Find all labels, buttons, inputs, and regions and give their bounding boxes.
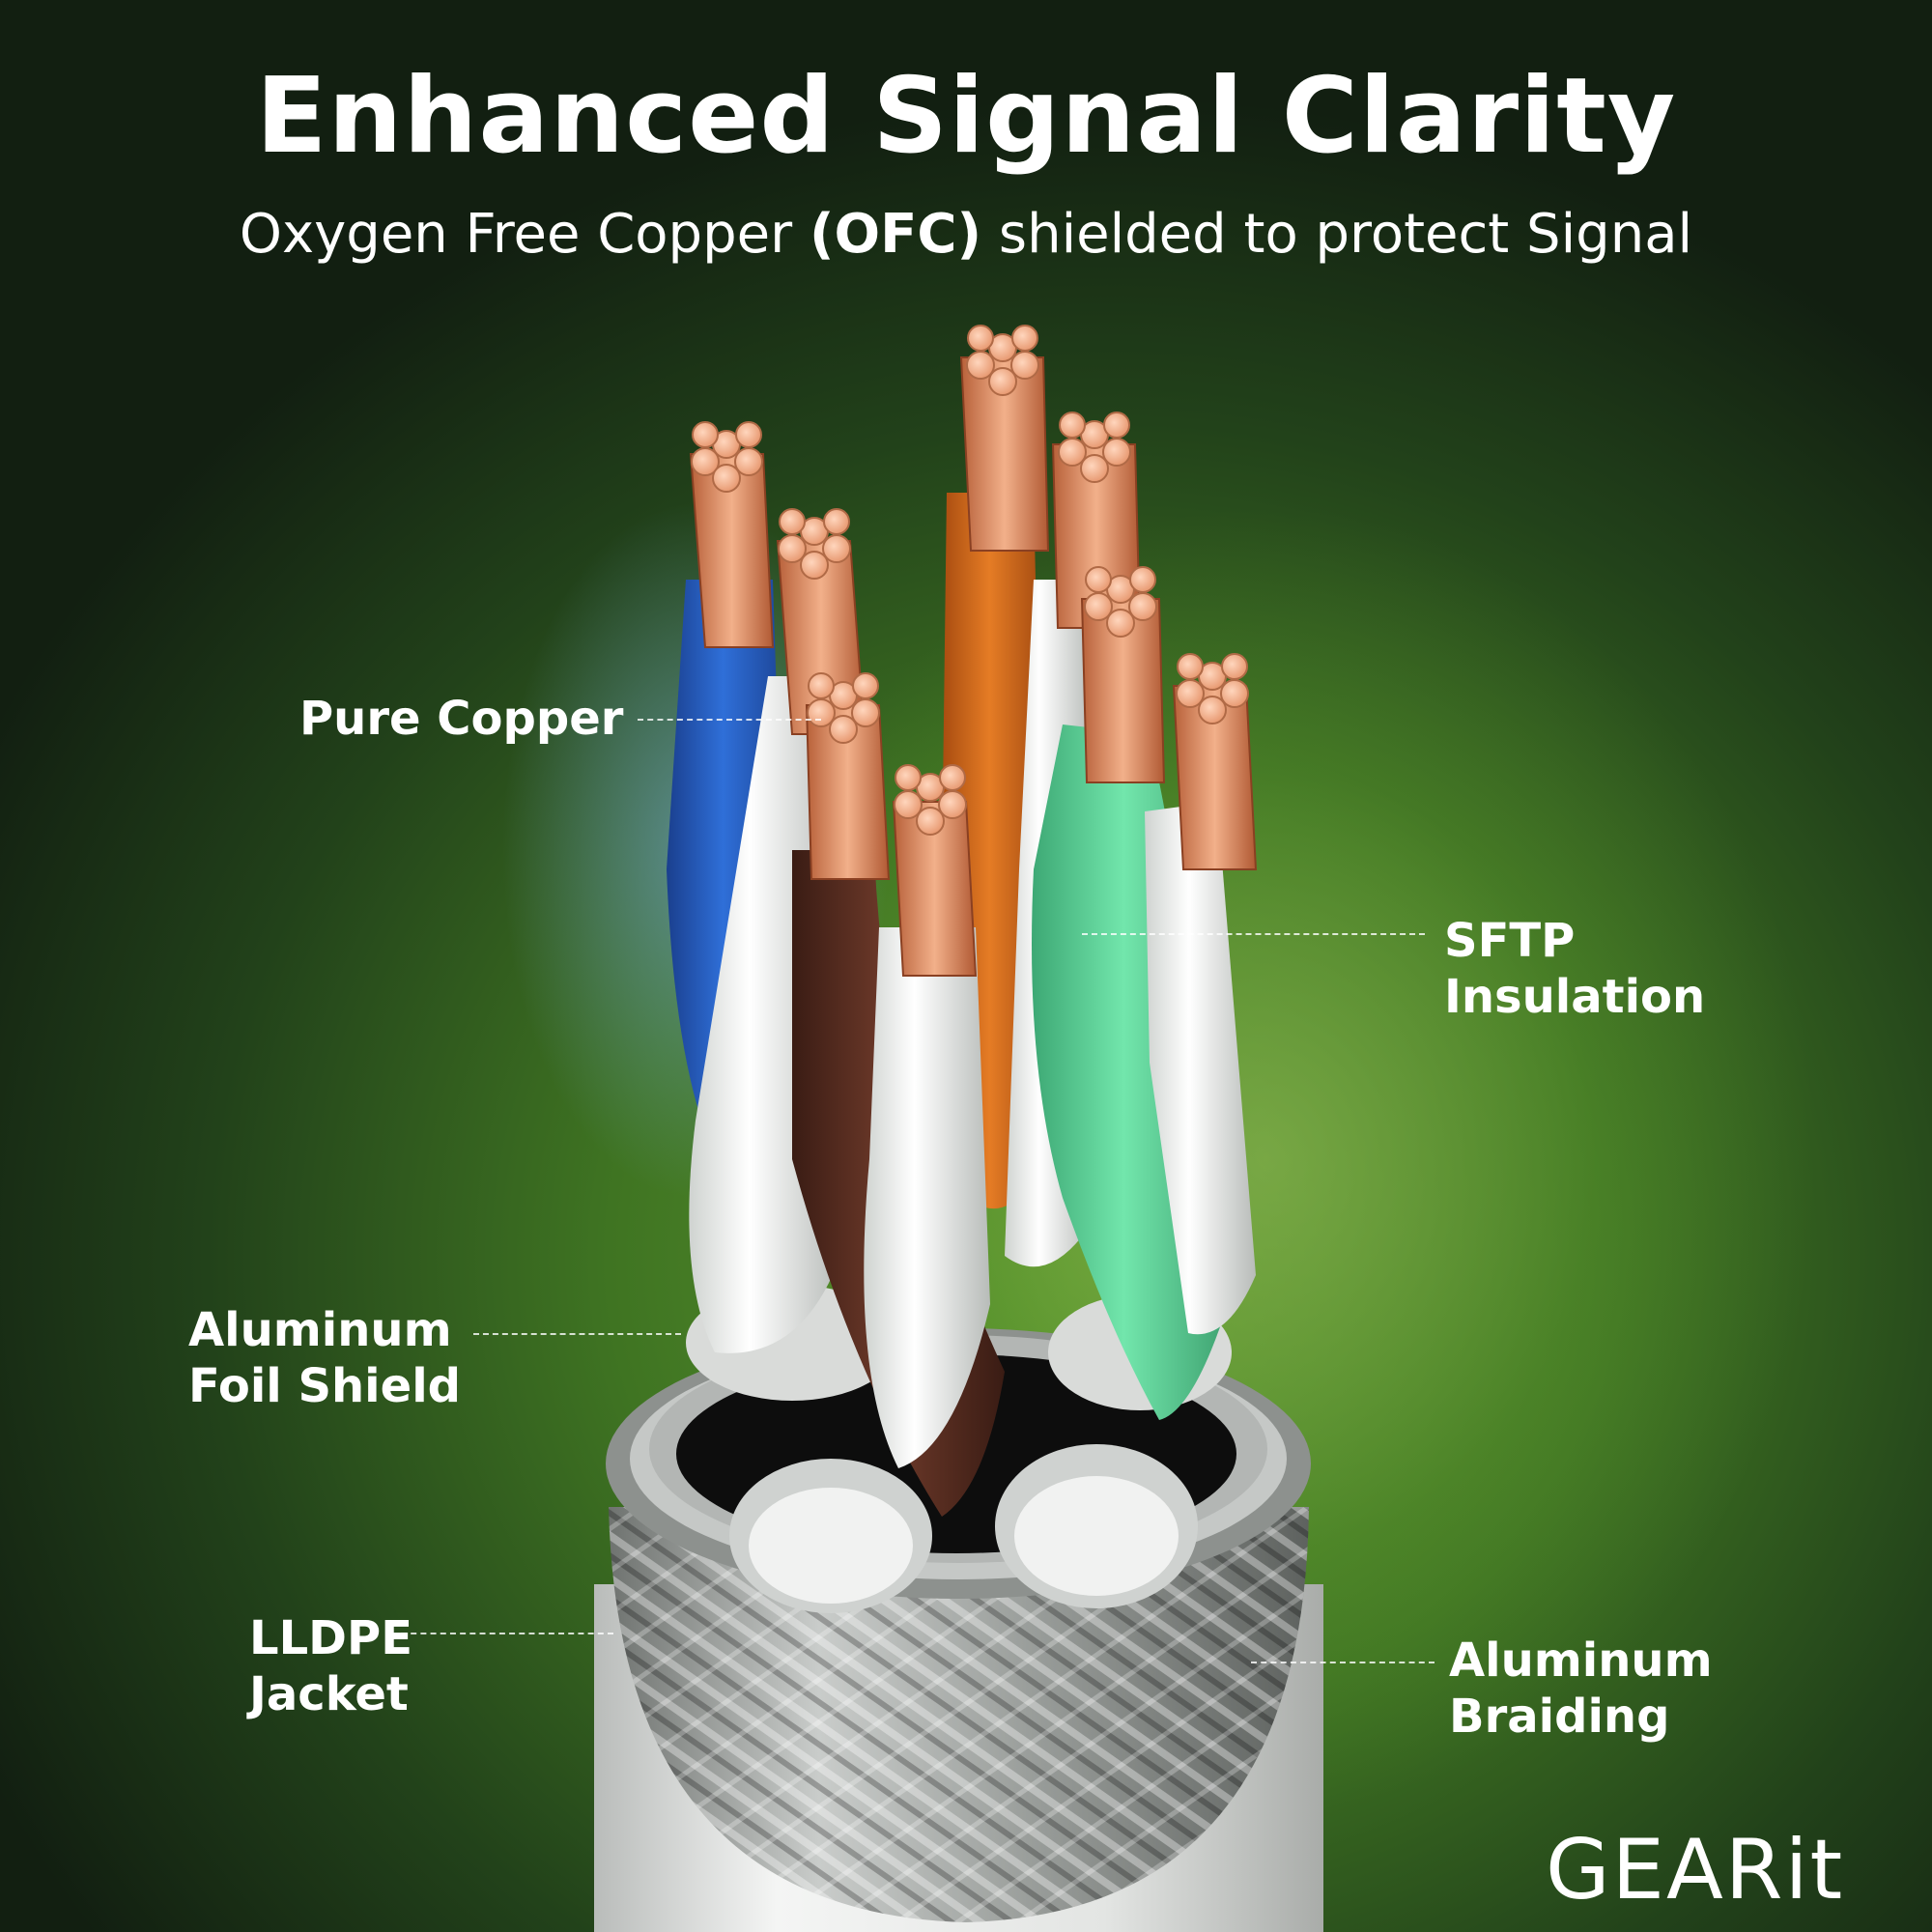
subtitle-text-end: shielded to protect Signal (981, 203, 1693, 266)
leader-line-pure-copper (638, 719, 821, 721)
callout-lldpe-line1: LLDPE (249, 1611, 412, 1665)
callout-lldpe-jacket: LLDPE Jacket (249, 1610, 412, 1722)
callout-braiding-line1: Aluminum (1449, 1634, 1713, 1688)
brand-logo: GEARit (1546, 1822, 1845, 1918)
callout-aluminum-braiding: Aluminum Braiding (1449, 1633, 1713, 1745)
callout-sftp-line1: SFTP (1444, 914, 1576, 968)
leader-line-aluminum-braiding (1251, 1662, 1435, 1663)
callout-braiding-line2: Braiding (1449, 1690, 1670, 1744)
callout-foil-line1: Aluminum (188, 1303, 452, 1357)
callout-aluminum-foil-shield: Aluminum Foil Shield (188, 1302, 461, 1414)
leader-line-sftp-insulation (1082, 933, 1425, 935)
callout-sftp-insulation: SFTP Insulation (1444, 913, 1705, 1025)
callout-foil-line2: Foil Shield (188, 1359, 461, 1413)
subtitle-text-start: Oxygen Free Copper (239, 203, 810, 266)
leader-line-lldpe-jacket (401, 1633, 613, 1634)
callout-sftp-line2: Insulation (1444, 970, 1706, 1024)
callout-pure-copper-text: Pure Copper (299, 692, 624, 746)
callout-lldpe-line2: Jacket (249, 1667, 409, 1721)
page-title: Enhanced Signal Clarity (255, 56, 1677, 177)
copper-strands (689, 356, 1258, 977)
subtitle: Oxygen Free Copper (OFC) shielded to pro… (0, 203, 1932, 266)
leader-line-aluminum-foil-shield (473, 1333, 681, 1335)
callout-pure-copper: Pure Copper (299, 691, 623, 747)
subtitle-ofc-bold: (OFC) (809, 203, 982, 266)
